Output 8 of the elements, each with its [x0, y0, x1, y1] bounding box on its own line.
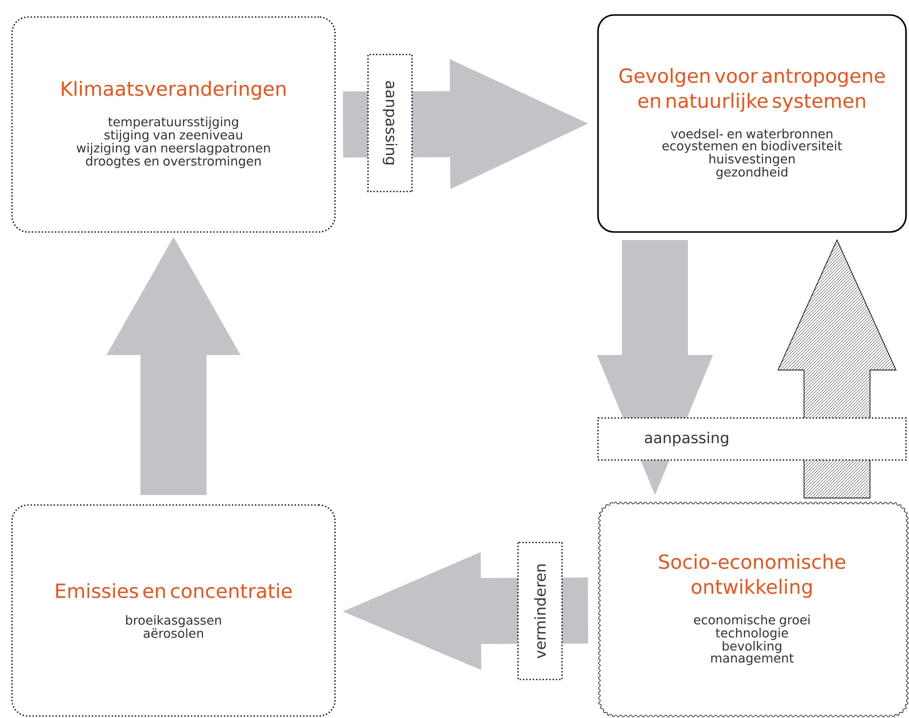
edge-label: verminderen: [517, 542, 563, 680]
rounded-box: Socio-economische ontwikkeling economische groei technologie bevolking management: [598, 502, 909, 718]
block-arrow: [106, 237, 240, 495]
rounded-box: Gevolgen voor antropogene en natuurlijke systemen voedsel- en waterbronnen ecoystemen en biodiversiteit huisvestingen gezondheid: [597, 14, 907, 233]
rounded-box: Klimaatsveranderingen temperatuursstijging stijging van zeeniveau wijziging van neerslagpatronen droogtes en overstromingen: [11, 16, 336, 233]
edge-label: aanpassing: [597, 417, 907, 461]
edge-label: aanpassing: [367, 54, 413, 192]
rounded-box: Emissies en concentratie broeikasgassen aërosolen: [11, 504, 336, 717]
